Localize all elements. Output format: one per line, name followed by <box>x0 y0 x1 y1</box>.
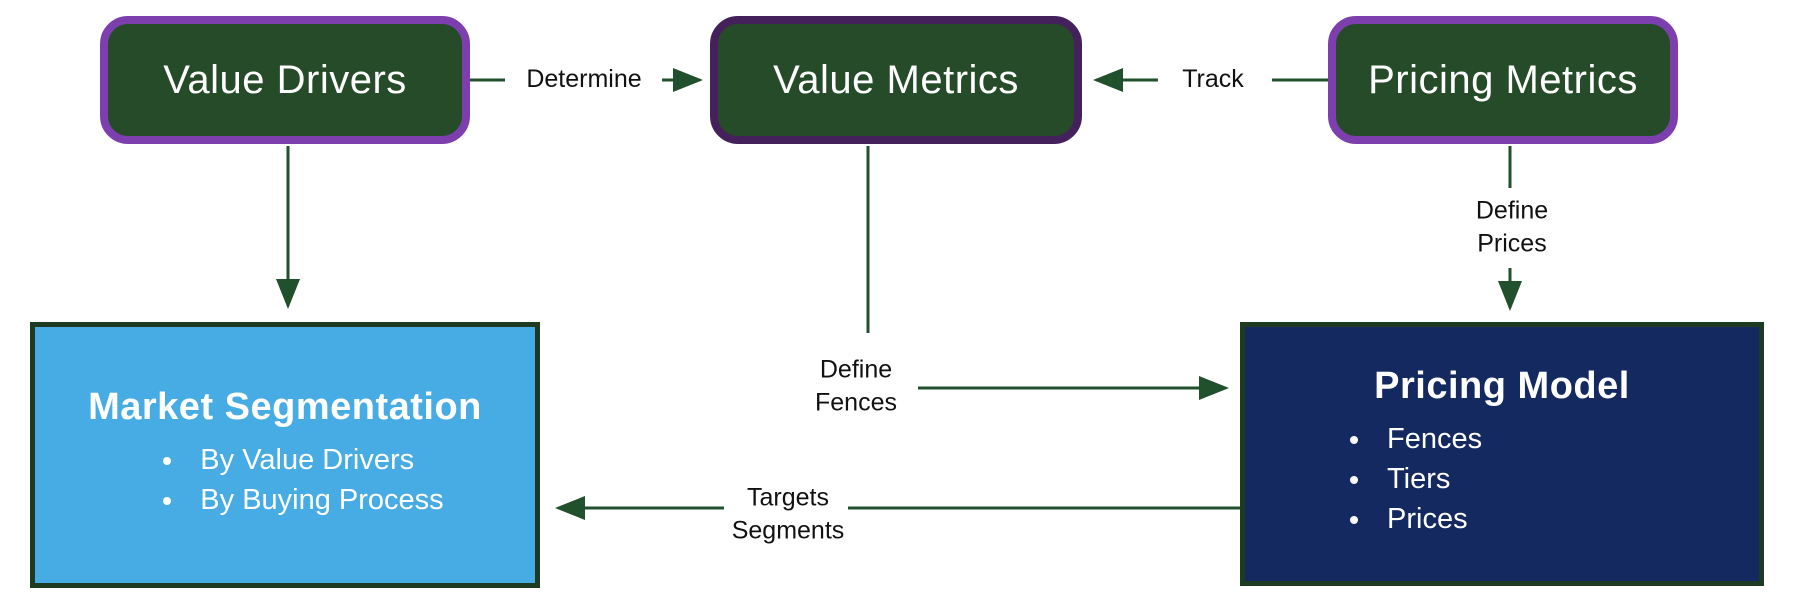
edge-label-define-prices: Define Prices <box>1475 196 1549 258</box>
edge-label-targets-segments: Targets Segments <box>731 483 845 545</box>
bullet-prices: Prices <box>1373 503 1482 536</box>
bullet-by-value-drivers: By Value Drivers <box>186 444 443 477</box>
node-pricing-model: Pricing Model Fences Tiers Prices <box>1240 322 1764 586</box>
node-pricing-metrics: Pricing Metrics <box>1328 16 1678 144</box>
node-value-metrics-title: Value Metrics <box>773 57 1019 102</box>
node-pricing-model-title: Pricing Model <box>1374 365 1630 407</box>
edge-label-define-fences: Define Fences <box>815 355 897 417</box>
bullet-tiers: Tiers <box>1373 463 1482 496</box>
node-value-metrics: Value Metrics <box>710 16 1082 144</box>
node-market-segmentation: Market Segmentation By Value Drivers By … <box>30 322 540 588</box>
pricing-model-bullet-list: Fences Tiers Prices <box>1245 416 1482 543</box>
edge-label-track: Track <box>1182 64 1244 93</box>
node-pricing-metrics-title: Pricing Metrics <box>1368 57 1638 102</box>
edge-label-determine: Determine <box>526 64 642 93</box>
bullet-by-buying-process: By Buying Process <box>186 484 443 517</box>
bullet-fences: Fences <box>1373 423 1482 456</box>
node-value-drivers: Value Drivers <box>100 16 470 144</box>
node-value-drivers-title: Value Drivers <box>163 57 407 102</box>
node-market-segmentation-title: Market Segmentation <box>88 386 482 428</box>
market-segmentation-bullet-list: By Value Drivers By Buying Process <box>126 437 443 524</box>
